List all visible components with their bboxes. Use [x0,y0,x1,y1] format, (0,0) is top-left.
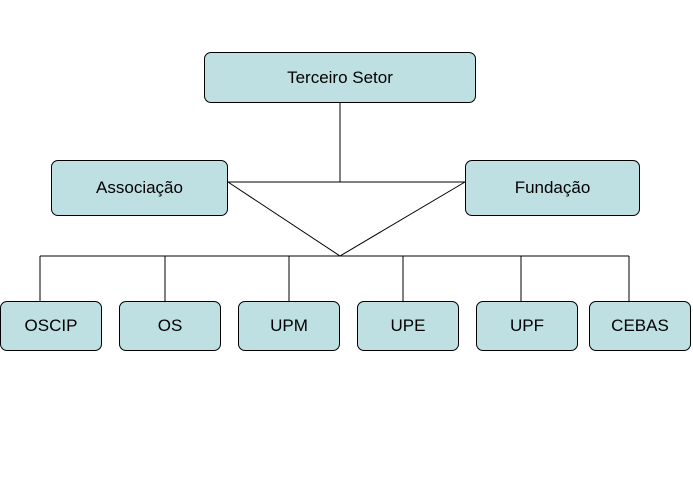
node-cebas: CEBAS [589,301,691,351]
node-associacao: Associação [51,160,228,216]
node-label: Associação [96,178,183,197]
node-label: CEBAS [611,316,669,335]
node-label: UPF [510,316,544,335]
node-label: UPM [270,316,308,335]
node-label: OS [157,316,183,335]
node-terceiro-setor: Terceiro Setor [204,52,476,103]
node-label: Fundação [514,178,591,197]
node-oscip: OSCIP [0,301,102,351]
node-upm: UPM [238,301,340,351]
triangle-left-line [227,181,341,257]
node-upf: UPF [476,301,578,351]
node-label: OSCIP [24,316,78,335]
node-label: Terceiro Setor [287,67,393,87]
node-upe: UPE [357,301,459,351]
triangle-right-line [339,181,466,257]
node-label: UPE [390,316,426,335]
node-fundacao: Fundação [465,160,640,216]
node-os: OS [119,301,221,351]
